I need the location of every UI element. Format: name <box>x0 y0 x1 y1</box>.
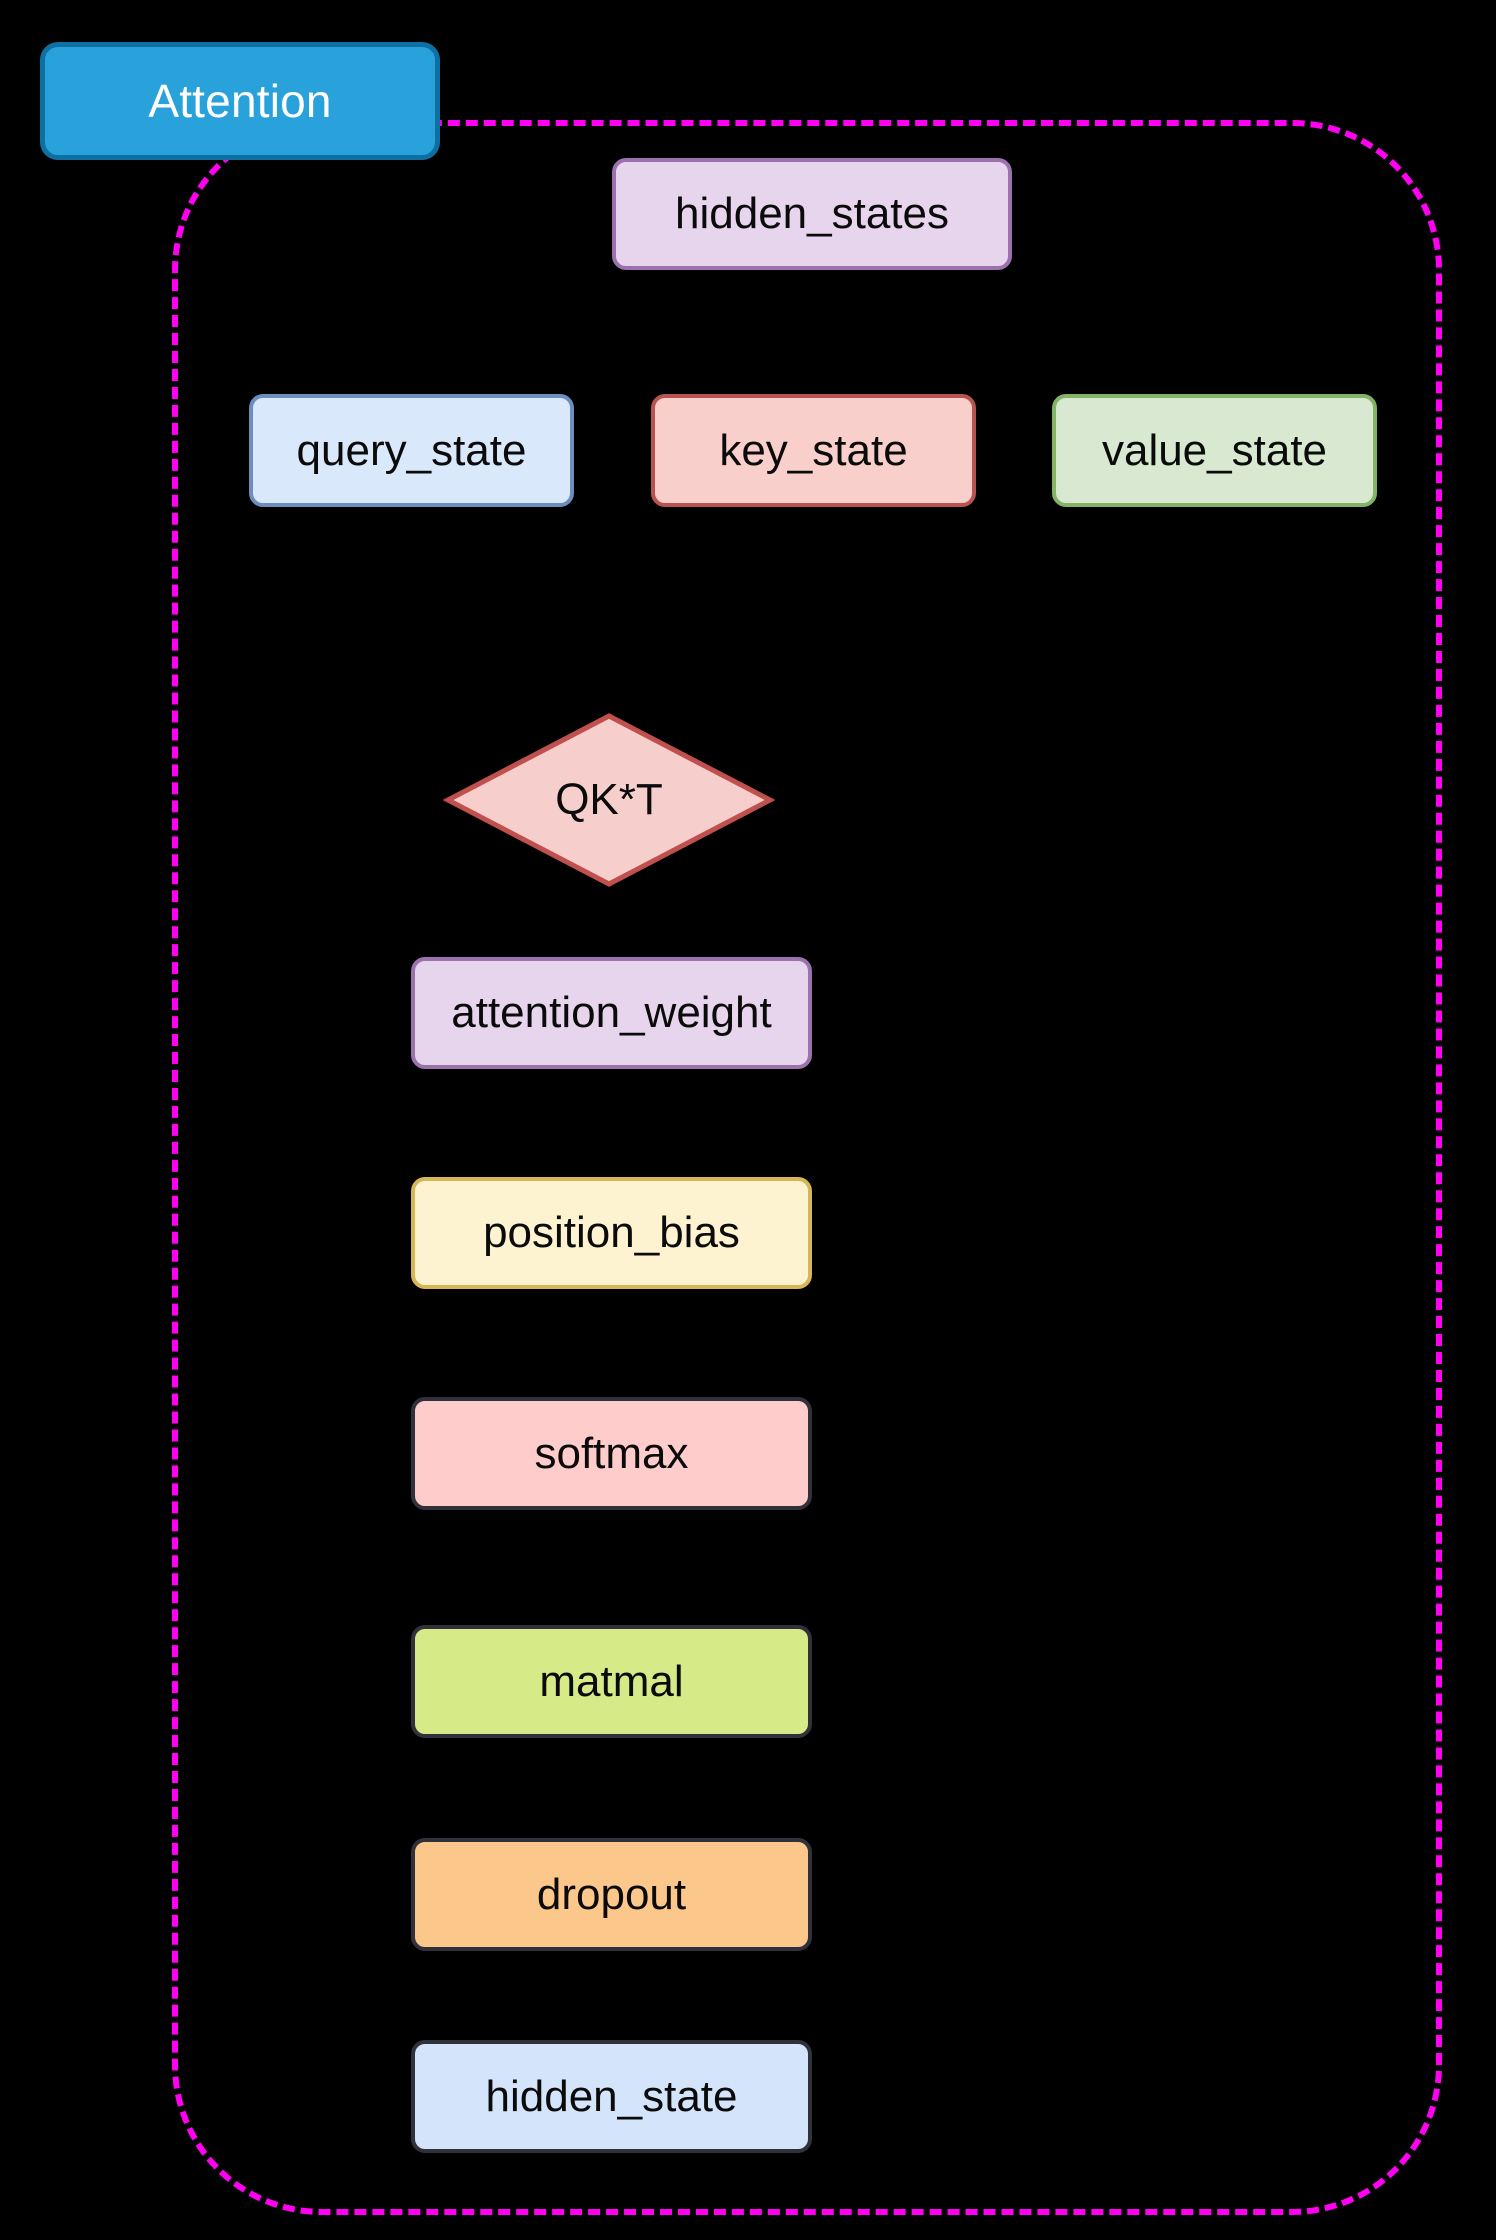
node-hidden-state-label: hidden_state <box>485 2071 738 2121</box>
node-value-state-label: value_state <box>1101 425 1328 475</box>
node-attention-weight[interactable]: attention_weight <box>411 957 812 1069</box>
node-softmax[interactable]: softmax <box>411 1397 812 1510</box>
node-query-state[interactable]: query_state <box>249 394 574 507</box>
node-matmal[interactable]: matmal <box>411 1625 812 1738</box>
node-hidden-state[interactable]: hidden_state <box>411 2040 812 2153</box>
node-hidden-states-label: hidden_states <box>675 189 949 238</box>
node-key-state[interactable]: key_state <box>651 394 976 507</box>
node-key-state-label: key_state <box>719 425 908 475</box>
node-qkt-label: QK*T <box>555 775 663 824</box>
node-dropout[interactable]: dropout <box>411 1838 812 1951</box>
node-hidden-states[interactable]: hidden_states <box>612 158 1012 270</box>
node-matmal-label: matmal <box>539 1656 684 1706</box>
node-position-bias-label: position_bias <box>483 1208 740 1257</box>
node-qkt-diamond[interactable]: QK*T <box>442 712 776 888</box>
subgraph-title-label: Attention <box>148 75 332 127</box>
node-query-state-label: query_state <box>296 425 527 475</box>
node-softmax-label: softmax <box>534 1428 689 1478</box>
node-value-state[interactable]: value_state <box>1052 394 1377 507</box>
qkt-label-wrap: QK*T <box>444 712 774 888</box>
node-dropout-label: dropout <box>536 1869 687 1919</box>
subgraph-title-attention[interactable]: Attention <box>40 42 440 160</box>
node-position-bias[interactable]: position_bias <box>411 1177 812 1289</box>
node-attention-weight-label: attention_weight <box>451 988 772 1037</box>
qkt-diamond-shape <box>442 713 776 887</box>
